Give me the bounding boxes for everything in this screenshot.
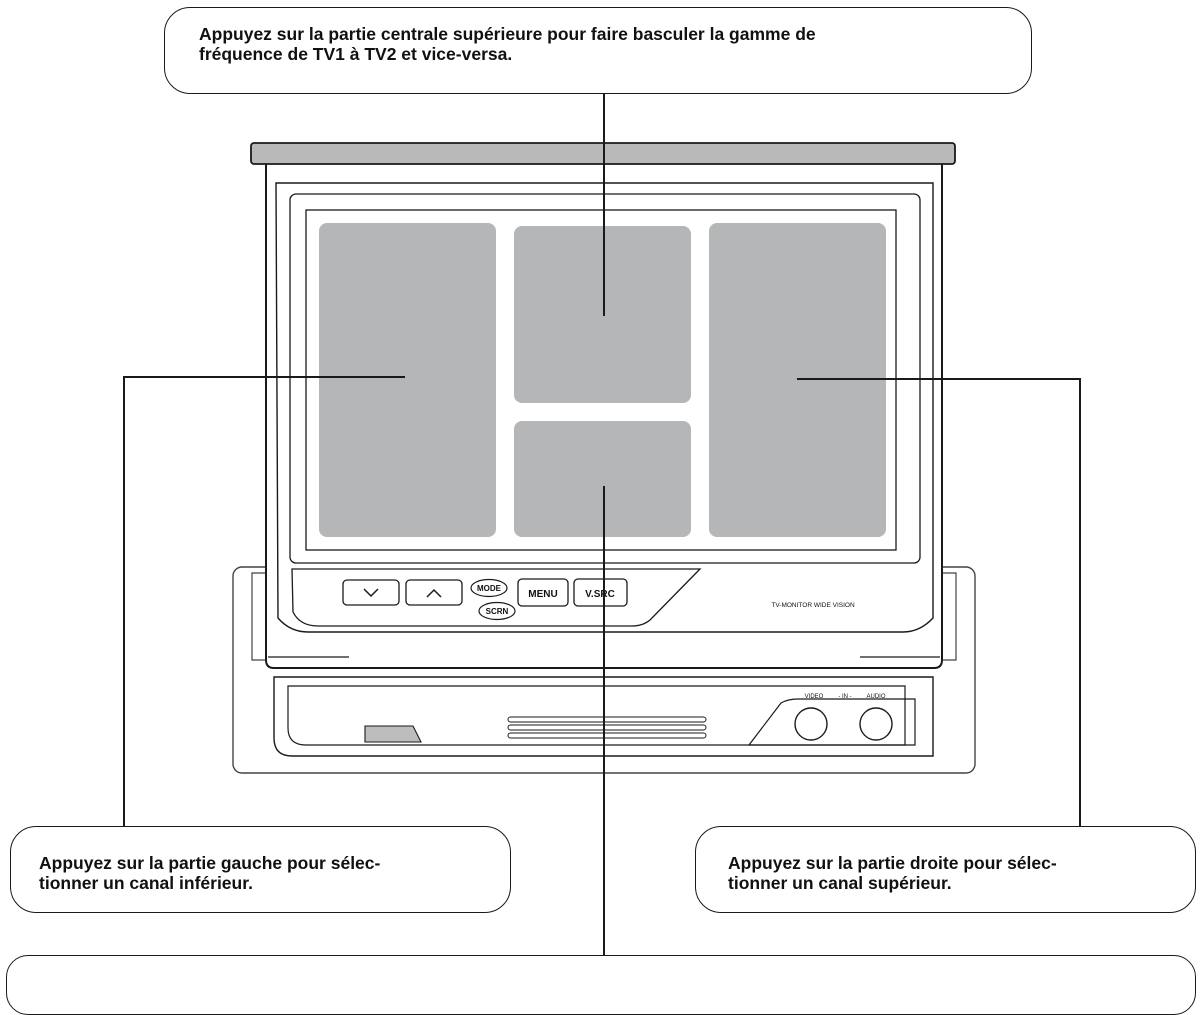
touch-zone-top-center[interactable] bbox=[514, 226, 691, 403]
menu-button-label: MENU bbox=[528, 589, 557, 600]
callout-top-text: Appuyez sur la partie centrale supérieur… bbox=[199, 24, 816, 64]
leader-line-left bbox=[123, 376, 405, 826]
slot-tab bbox=[364, 725, 422, 743]
mode-button-label: MODE bbox=[477, 584, 502, 593]
touch-zone-bottom-center[interactable] bbox=[514, 421, 691, 537]
callout-top-center: Appuyez sur la partie centrale supérieur… bbox=[164, 7, 1032, 94]
in-input-label: - IN - bbox=[838, 694, 851, 700]
menu-button[interactable] bbox=[517, 578, 569, 607]
touch-zone-left[interactable] bbox=[319, 223, 496, 537]
slot-line-2 bbox=[507, 724, 707, 731]
video-jack[interactable] bbox=[794, 707, 828, 741]
vsrc-button-label: V.SRC bbox=[585, 589, 615, 600]
callout-bottom-center bbox=[6, 955, 1196, 1015]
lower-unit-inner bbox=[287, 685, 906, 746]
callout-left-text: Appuyez sur la partie gauche pour sélec-… bbox=[39, 853, 381, 893]
leader-line-right bbox=[797, 378, 1081, 826]
scrn-button[interactable] bbox=[478, 601, 516, 621]
vsrc-button[interactable] bbox=[573, 578, 628, 607]
video-input-label: VIDEO bbox=[805, 694, 824, 700]
monitor-diagram: MODE SCRN MENU V.SRC TV-MONITOR WIDE VIS… bbox=[123, 94, 1081, 955]
chevron-up-icon bbox=[426, 588, 442, 598]
up-button[interactable] bbox=[405, 579, 463, 606]
model-label: TV-MONITOR WIDE VISION bbox=[771, 602, 855, 609]
control-panel bbox=[291, 568, 702, 627]
audio-input-label: AUDIO bbox=[866, 694, 885, 700]
slot-line-3 bbox=[507, 732, 707, 739]
slot-line-1 bbox=[507, 716, 707, 723]
callout-left: Appuyez sur la partie gauche pour sélec-… bbox=[10, 826, 511, 913]
mode-button[interactable] bbox=[470, 578, 508, 598]
bezel-outer bbox=[275, 182, 934, 633]
down-button[interactable] bbox=[342, 579, 400, 606]
scrn-button-label: SCRN bbox=[486, 607, 509, 616]
audio-jack[interactable] bbox=[859, 707, 893, 741]
chevron-down-icon bbox=[363, 588, 379, 598]
callout-right: Appuyez sur la partie droite pour sélec-… bbox=[695, 826, 1196, 913]
callout-right-text: Appuyez sur la partie droite pour sélec-… bbox=[728, 853, 1057, 893]
input-panel bbox=[747, 698, 916, 746]
